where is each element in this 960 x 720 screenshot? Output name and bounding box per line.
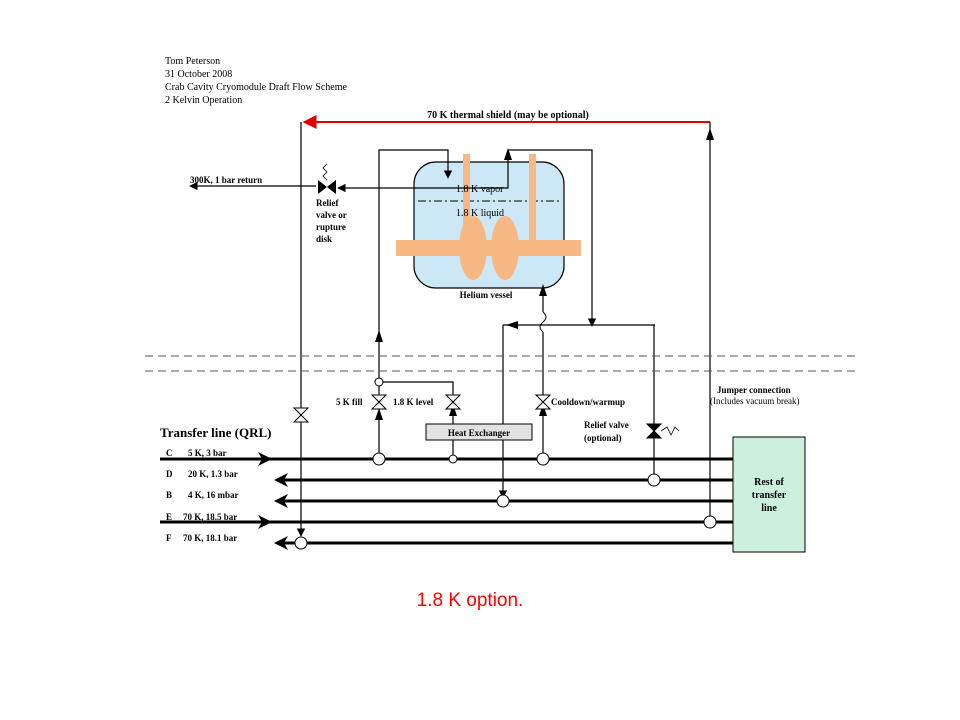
relief-rupture-label: Relief valve or rupture disk xyxy=(316,198,347,244)
node-f-shield xyxy=(294,536,308,550)
level-tee xyxy=(374,377,384,387)
cooldown-arrow xyxy=(539,404,547,416)
transfer-line-labels: C 5 K, 3 bar D 20 K, 1.3 bar B 4 K, 16 m… xyxy=(166,448,239,543)
helium-vessel xyxy=(413,161,565,289)
line-c-spec: 5 K, 3 bar xyxy=(188,448,227,458)
operation-subtitle: 2 Kelvin Operation xyxy=(165,95,242,106)
line-c-id: C xyxy=(166,448,173,458)
valve-relief-optional xyxy=(645,423,680,439)
relief-rupture-line-3: rupture xyxy=(316,222,346,232)
level-pipe xyxy=(379,381,454,459)
cooldown-valve-label: Cooldown/warmup xyxy=(551,397,625,407)
relief-rupture-line-4: disk xyxy=(316,234,332,244)
node-c-cooldown xyxy=(536,452,550,466)
valve-shield xyxy=(292,407,310,423)
relief-optional-label-2: (optional) xyxy=(584,433,622,443)
thermal-shield-label: 70 K thermal shield (may be optional) xyxy=(427,110,589,121)
valve-fill xyxy=(370,394,388,410)
node-c-level xyxy=(448,454,458,464)
jumper-label: Jumper connection xyxy=(717,385,791,395)
header-block: Tom Peterson 31 October 2008 Crab Cavity… xyxy=(165,56,347,106)
node-c-fill xyxy=(372,452,386,466)
vapor-label: 1.8 K vapor xyxy=(456,184,504,195)
relief-valve-right xyxy=(327,180,336,194)
fill-pipe xyxy=(378,149,453,459)
relief-spring-icon xyxy=(322,163,328,181)
coupler-left xyxy=(463,154,470,246)
rest-of-transfer-line-label: Rest of transfer line xyxy=(752,477,787,514)
return-label: 300K, 1 bar return xyxy=(190,175,262,185)
node-d-relief xyxy=(647,473,661,487)
vessel-bottom-arrow xyxy=(539,284,547,296)
line-b-id: B xyxy=(166,490,172,500)
relief-rupture-line-1: Relief xyxy=(316,198,339,208)
vapor-outlet-pipe xyxy=(337,150,509,193)
transfer-line-title: Transfer line (QRL) xyxy=(160,425,271,440)
coupler-right xyxy=(529,154,536,246)
line-e-arrow xyxy=(258,515,272,529)
rest-line-3: line xyxy=(761,503,777,514)
line-d-arrow xyxy=(274,473,288,487)
relief-optional-spring-icon xyxy=(660,426,680,436)
vapor-outlet-arrow xyxy=(504,148,512,160)
date-text: 31 October 2008 xyxy=(165,69,232,80)
valve-level xyxy=(444,394,462,410)
relief-optional-label-1: Relief valve xyxy=(584,420,629,430)
vessel-name: Helium vessel xyxy=(460,290,513,300)
line-d-id: D xyxy=(166,469,173,479)
cavity-cell-right xyxy=(491,216,519,280)
liquid-label: 1.8 K liquid xyxy=(456,208,504,219)
line-f-id: F xyxy=(166,533,172,543)
pumping-pipe xyxy=(508,149,597,327)
heat-exchanger-label: Heat Exchanger xyxy=(448,428,510,438)
rest-line-1: Rest of xyxy=(754,477,784,488)
scheme-title: Crab Cavity Cryomodule Draft Flow Scheme xyxy=(165,82,347,93)
fill-pipe-arrow-2 xyxy=(375,408,383,420)
line-e-id: E xyxy=(166,512,172,522)
line-e-spec: 70 K, 18.5 bar xyxy=(183,512,237,522)
line-b-spec: 4 K, 16 mbar xyxy=(188,490,239,500)
rest-line-2: transfer xyxy=(752,490,787,501)
relief-valve-left xyxy=(318,180,327,194)
relief-rupture-line-2: valve or xyxy=(316,210,347,220)
line-d-spec: 20 K, 1.3 bar xyxy=(188,469,238,479)
slide-caption: 1.8 K option. xyxy=(416,590,524,611)
line-c-arrow xyxy=(258,452,272,466)
shield-supply-arrow xyxy=(706,128,714,140)
rest-of-transfer-line-box xyxy=(732,436,806,553)
valve-cooldown xyxy=(534,394,552,410)
line-f-spec: 70 K, 18.1 bar xyxy=(183,533,237,543)
fill-pipe-arrow-1 xyxy=(375,330,383,342)
pipe-crossover xyxy=(539,311,547,333)
line-b-arrow xyxy=(274,494,288,508)
node-b-pumping xyxy=(496,494,510,508)
line-f-arrow xyxy=(274,536,288,550)
author-text: Tom Peterson xyxy=(165,56,220,67)
heat-exchanger-box xyxy=(425,423,533,441)
beam-pipe xyxy=(396,240,581,256)
pumping-header-arrow xyxy=(506,321,518,329)
fill-valve-label: 5 K fill xyxy=(336,397,363,407)
node-e-shield xyxy=(703,515,717,529)
jumper-sublabel: (Includes vacuum break) xyxy=(710,396,799,406)
level-valve-label: 1.8 K level xyxy=(393,397,434,407)
level-arrow xyxy=(449,404,457,416)
